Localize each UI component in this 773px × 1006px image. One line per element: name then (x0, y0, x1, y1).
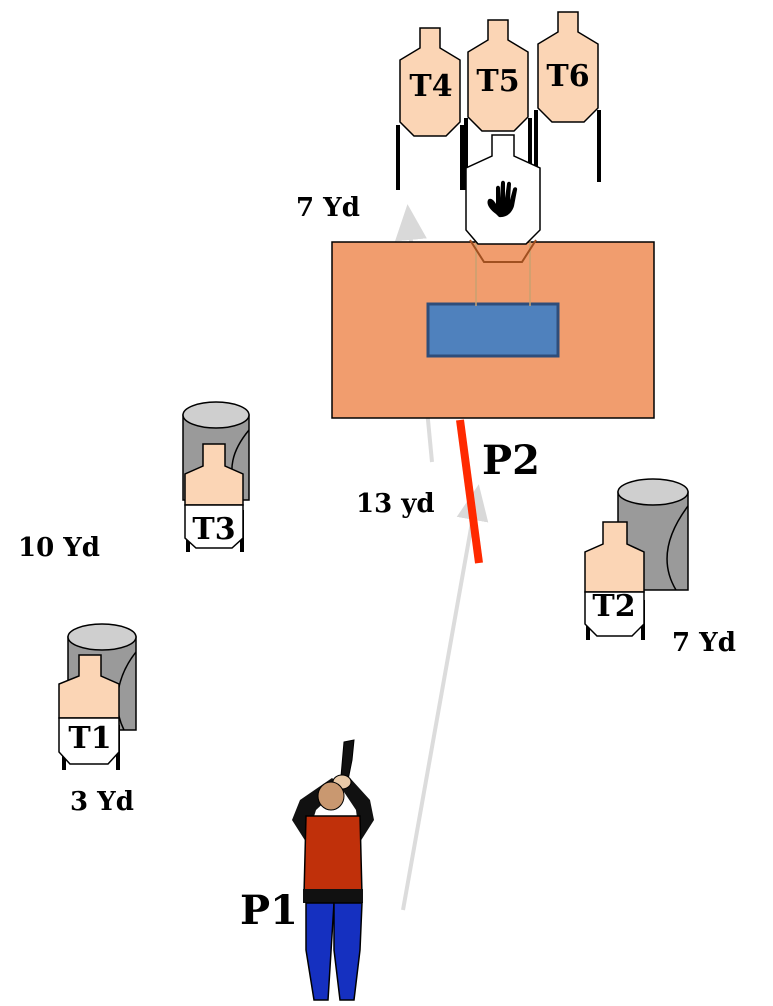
steel-target-t6: T6 (534, 11, 601, 182)
position-label-p1: P1 (240, 887, 298, 934)
target-label-t1: T1 (68, 721, 111, 756)
target-label-t6: T6 (546, 59, 589, 94)
target-label-t4: T4 (409, 69, 452, 104)
target-t1: T1 (58, 623, 137, 770)
no-shoot-target (465, 134, 541, 306)
shooter-figure (292, 739, 374, 1001)
arrow-p1-to-p2 (401, 484, 489, 911)
distance-label-t2: 7 Yd (672, 628, 736, 658)
steel-target-t4: T4 (396, 27, 464, 190)
distance-label-t1: 3 Yd (70, 787, 134, 817)
fault-line (456, 419, 483, 564)
distance-label-t3: 10 Yd (18, 533, 100, 563)
target-t3: T3 (182, 401, 250, 552)
target-label-t5: T5 (476, 64, 519, 99)
hand-icon (487, 180, 518, 218)
position-label-p2: P2 (482, 437, 540, 484)
target-label-t2: T2 (592, 589, 635, 624)
distance-label-steel: 7 Yd (296, 193, 360, 223)
target-label-t3: T3 (192, 512, 235, 547)
table (331, 241, 655, 419)
distance-label-table-path: 13 yd (356, 489, 435, 519)
table-panel (426, 302, 560, 358)
steel-target-t5: T5 (464, 19, 532, 190)
target-t2: T2 (584, 478, 689, 640)
